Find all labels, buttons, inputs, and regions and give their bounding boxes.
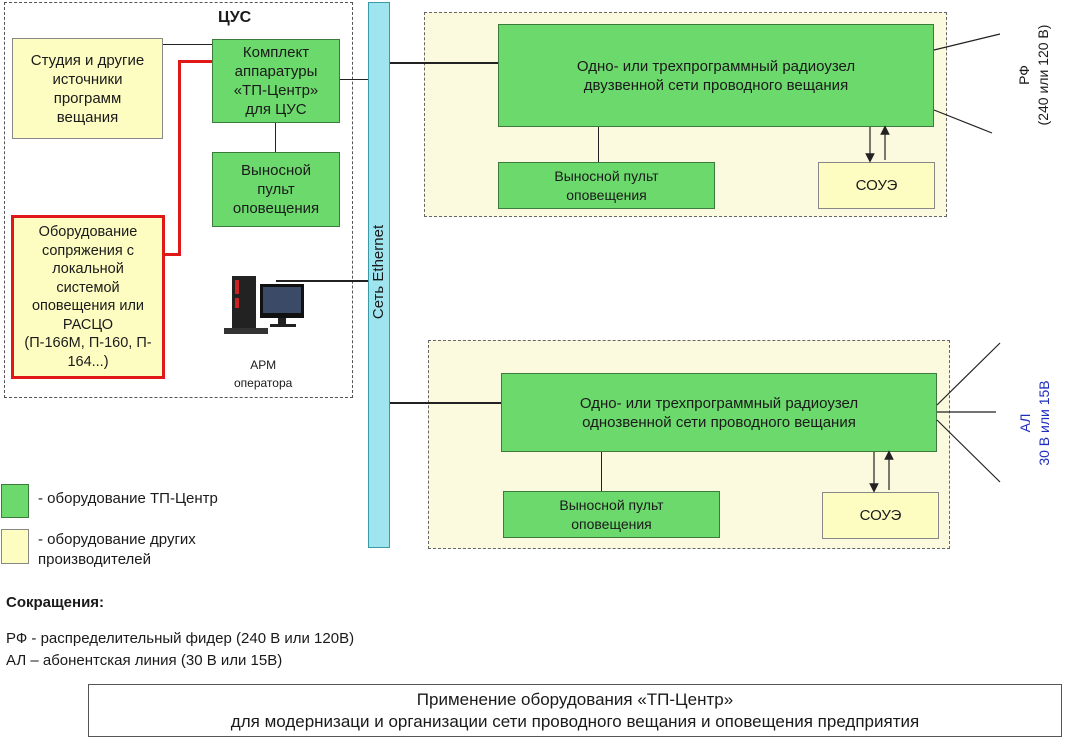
cus-title: ЦУС xyxy=(218,9,252,26)
bottom-remote-link xyxy=(601,452,602,491)
legend-green-label: - оборудование ТП-Центр xyxy=(38,490,218,507)
kit-box: Комплект аппаратуры «ТП-Центр» для ЦУС xyxy=(212,39,340,123)
interface-box: Оборудование сопряжения с локальной сист… xyxy=(11,215,165,379)
caption-box: Применение оборудования «ТП-Центр» для м… xyxy=(88,684,1062,737)
abbreviations-title: Сокращения: xyxy=(6,594,105,611)
kit-ethernet-line xyxy=(340,79,368,80)
computer-icon xyxy=(224,276,304,334)
top-remote-link xyxy=(598,127,599,162)
studio-box: Студия и другие источники программ вещан… xyxy=(12,38,163,139)
top-radio-box: Одно- или трехпрограммный радиоузел двуз… xyxy=(498,24,934,127)
ethernet-bus xyxy=(368,2,390,548)
kit-remote-line xyxy=(275,123,276,152)
studio-kit-line xyxy=(163,44,212,45)
arm-ethernet-line xyxy=(276,280,368,282)
rf-side-label: РФ (240 или 120 В) xyxy=(1016,24,1051,126)
abbreviation-al: АЛ – абонентская линия (30 В или 15В) xyxy=(6,652,283,669)
bottom-radio-box: Одно- или трехпрограммный радиоузел одно… xyxy=(501,373,937,452)
ethernet-bottom-node-line xyxy=(390,402,501,404)
cus-remote-box: Выносной пульт оповещения xyxy=(212,152,340,227)
top-remote-box: Выносной пульт оповещения xyxy=(498,162,715,209)
alarm-line-h2 xyxy=(178,60,212,63)
alarm-line-v xyxy=(178,60,181,256)
cus-region xyxy=(4,2,353,398)
connector-graphics xyxy=(865,33,1001,493)
abbreviation-rf: РФ - распределительный фидер (240 В или … xyxy=(6,630,355,647)
top-soue-box: СОУЭ xyxy=(818,162,935,209)
caption-line2: для модернизаци и организации сети прово… xyxy=(230,712,920,731)
ethernet-top-node-line xyxy=(390,62,498,64)
caption-line1: Применение оборудования «ТП-Центр» xyxy=(416,690,734,709)
alarm-line-h1 xyxy=(165,253,180,256)
al-side-label: АЛ 30 В или 15В xyxy=(1017,380,1052,466)
legend-yellow-swatch xyxy=(1,529,29,564)
bottom-remote-box: Выносной пульт оповещения xyxy=(503,491,720,538)
arm-label: АРМ оператора xyxy=(234,358,293,390)
legend-yellow-label: - оборудование других производителей xyxy=(38,531,196,568)
legend-green-swatch xyxy=(1,484,29,518)
bottom-soue-box: СОУЭ xyxy=(822,492,939,539)
